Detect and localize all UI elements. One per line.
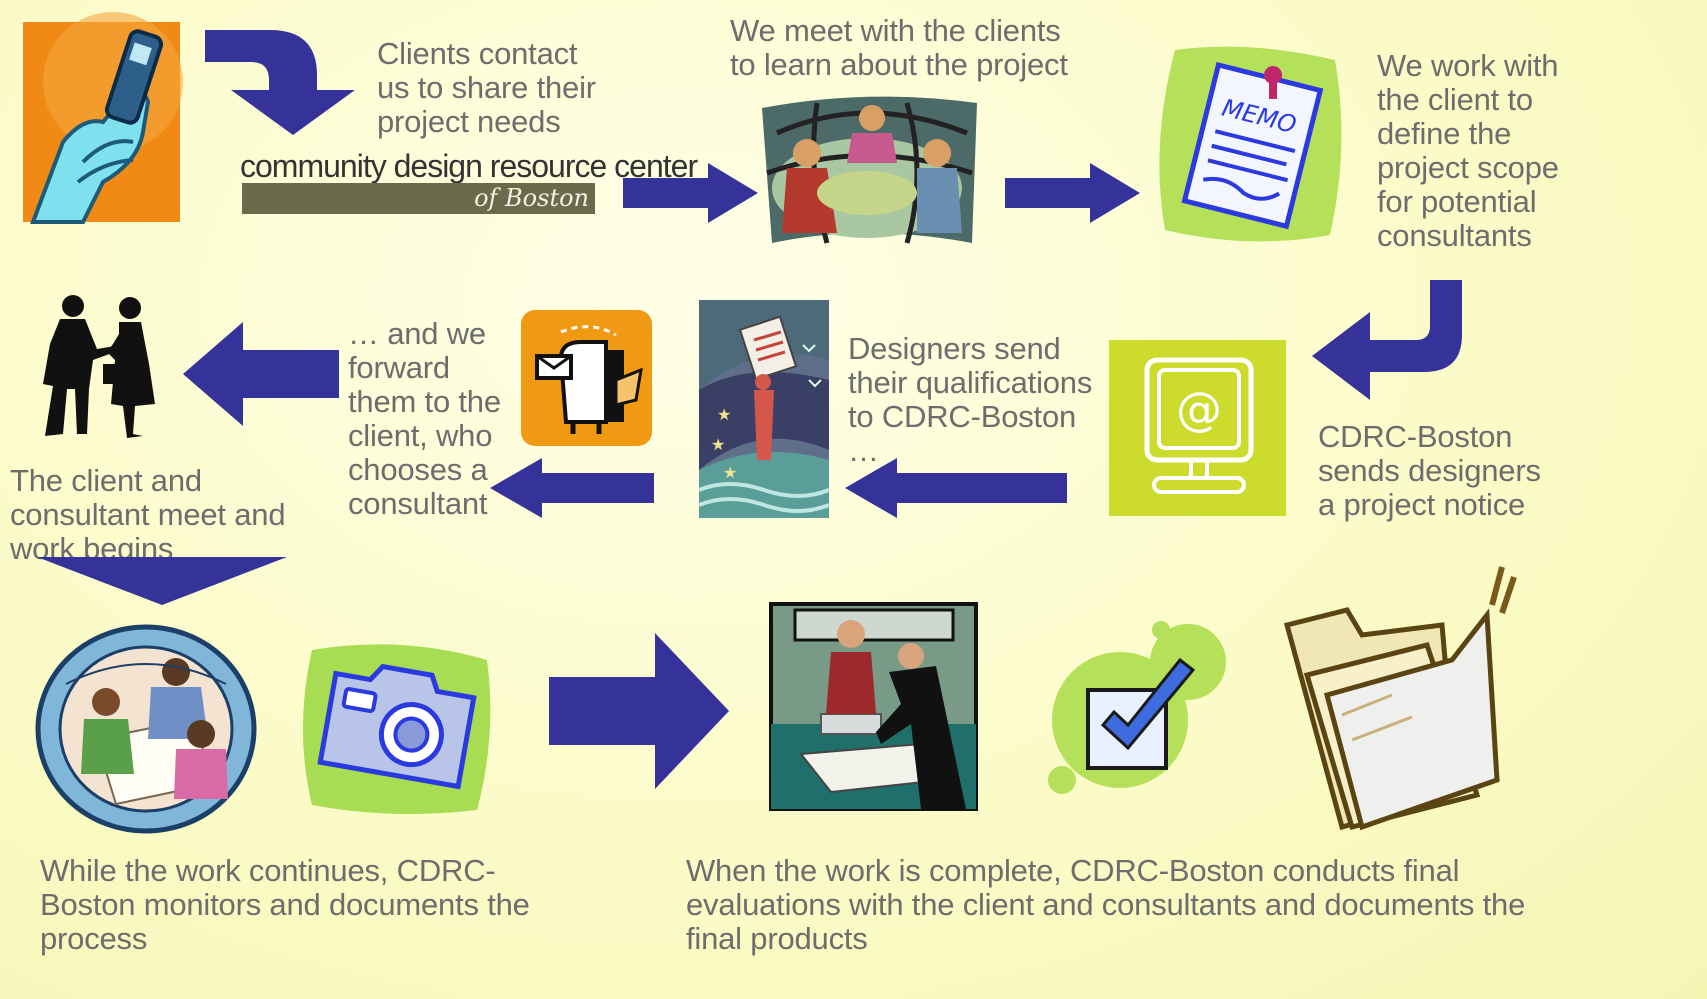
cellphone-icon [23,12,183,224]
svg-text:★: ★ [723,465,737,482]
arrow-right-icon [549,633,729,789]
qualifications-document-icon: ★ ★ ★ [698,300,830,518]
step-final-evaluation-text: When the work is complete, CDRC-Boston c… [686,853,1526,956]
meeting-icon [762,96,977,244]
camera-icon [303,644,491,814]
logo-title: community design resource center [240,148,698,184]
step-designers-send-text: Designers send their qualifications to C… [848,331,1093,468]
step-define-scope-text: We work with the client to define the pr… [1377,48,1559,253]
arrow-right-icon [623,163,758,223]
arrow-left-icon [845,458,1067,518]
svg-text:★: ★ [717,407,731,424]
presentation-icon [769,602,978,811]
folder-icon [1283,566,1517,831]
step-meet-clients-text: We meet with the clients to learn about … [730,13,1068,82]
arrow-left-icon [490,458,654,518]
logo-subtitle: of Boston [242,183,595,214]
step-clients-contact-text: Clients contact us to share their projec… [377,36,596,139]
step-forward-client-text: … and we forward them to the client, who… [348,316,501,521]
email-computer-icon: @ [1109,340,1286,516]
checkbox-checked-icon [1048,621,1226,794]
at-sign: @ [1176,382,1222,436]
arrow-down-icon [37,557,287,605]
svg-text:★: ★ [711,437,725,454]
arrow-left-icon [183,322,339,426]
fax-mail-icon [521,310,652,446]
handshake-icon [43,295,155,438]
arrow-right-icon [1005,163,1140,223]
memo-icon: MEMO [1159,46,1342,242]
step-monitor-process-text: While the work continues, CDRC-Boston mo… [40,853,530,956]
step-project-notice-text: CDRC-Boston sends designers a project no… [1318,419,1541,522]
curved-arrow-down-icon [205,30,355,135]
step-work-begins-text: The client and consultant meet and work … [10,463,286,566]
curved-arrow-left-icon [1312,280,1462,400]
team-collaboration-icon [35,624,257,834]
